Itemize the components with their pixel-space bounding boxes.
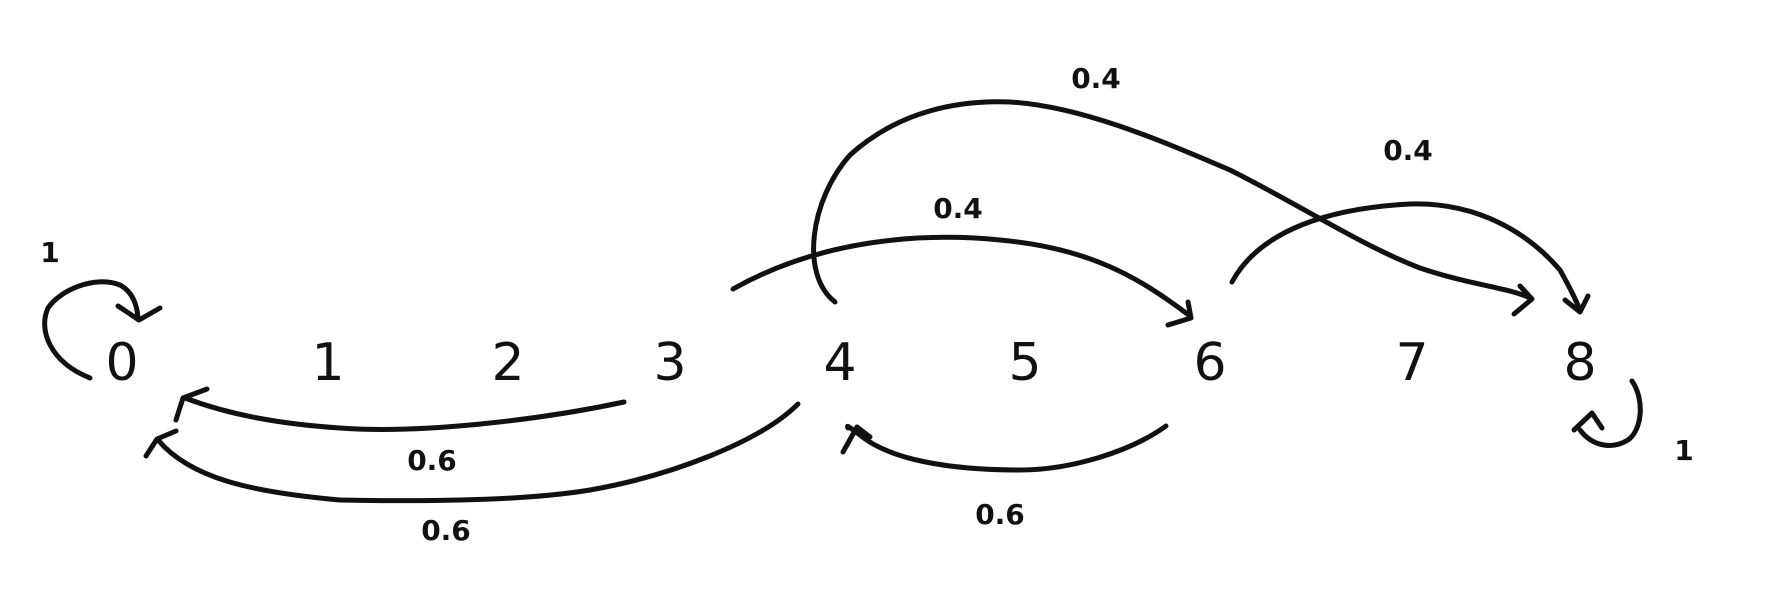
- transition-label-6-8: 0.4: [1383, 134, 1433, 167]
- transition-label-3-0: 0.6: [407, 444, 457, 477]
- transition-label-8-8: 1: [1674, 434, 1693, 467]
- state-6: 6: [1193, 333, 1226, 393]
- state-7: 7: [1395, 333, 1428, 393]
- transition-label-3-6: 0.4: [933, 192, 983, 225]
- transition-4-to-8: [811, 99, 1535, 317]
- transition-label-4-0: 0.6: [421, 514, 471, 547]
- transition-0-to-0: [42, 279, 163, 381]
- transition-6-to-4: [840, 423, 1169, 473]
- state-1: 1: [311, 333, 344, 393]
- state-8: 8: [1563, 333, 1596, 393]
- transition-label-4-8: 0.4: [1071, 62, 1121, 95]
- state-3: 3: [653, 333, 686, 393]
- transition-3-to-6: [730, 234, 1194, 328]
- state-0: 0: [105, 333, 138, 393]
- transition-label-6-4: 0.6: [975, 498, 1025, 531]
- transition-3-to-0: [173, 386, 627, 432]
- transition-4-to-0: [143, 401, 801, 504]
- transition-label-0-0: 1: [40, 236, 59, 269]
- transition-6-to-8: [1229, 201, 1591, 315]
- state-5: 5: [1008, 333, 1041, 393]
- state-2: 2: [491, 333, 524, 393]
- transition-8-to-8: [1571, 378, 1643, 448]
- state-4: 4: [823, 333, 856, 393]
